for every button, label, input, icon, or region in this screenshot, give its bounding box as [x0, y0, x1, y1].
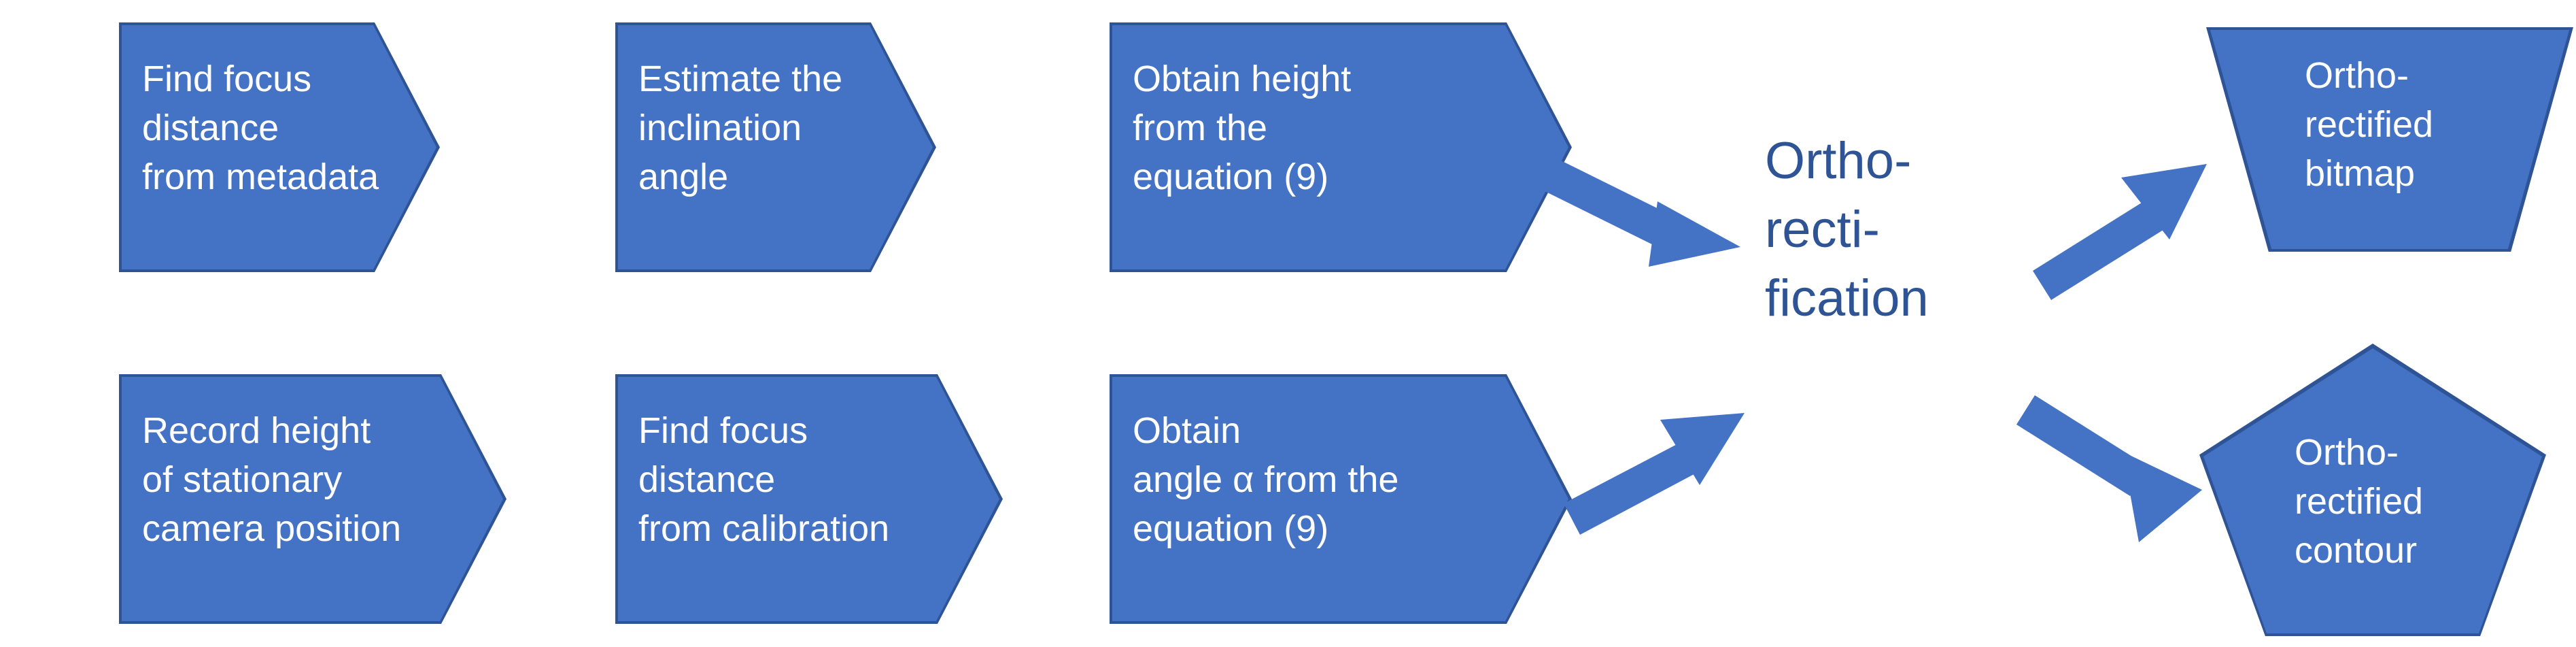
arrow-center-to-bitmap — [2033, 164, 2207, 300]
process-step-stationary-2[interactable]: Find focus distance from calibration — [615, 374, 1003, 624]
row-label-stationary: Stationary — [0, 636, 56, 647]
process-step-hand-2[interactable]: Estimate the inclination angle — [615, 22, 936, 272]
process-step-stationary-1[interactable]: Record height of stationary camera posit… — [119, 374, 506, 624]
shape-fill — [615, 22, 936, 272]
shape-fill — [2206, 27, 2573, 252]
output-shape-bitmap[interactable]: Ortho- rectified bitmap — [2206, 27, 2573, 252]
process-step-stationary-3[interactable]: Obtain angle α from the equation (9) — [1110, 374, 1572, 624]
ortho-rectification-label: Ortho- recti- fication — [1765, 132, 1929, 328]
shape-fill — [1110, 374, 1572, 624]
row-label-hand: Hand — [0, 272, 56, 544]
shape-fill — [119, 22, 440, 272]
process-step-hand-3[interactable]: Obtain height from the equation (9) — [1110, 22, 1572, 272]
process-step-hand-1[interactable]: Find focus distance from metadata — [119, 22, 440, 272]
arrow-center-to-contour — [2016, 395, 2202, 542]
shape-fill — [1110, 22, 1572, 272]
output-shape-contour[interactable]: Ortho- rectified contour — [2199, 344, 2546, 636]
arrow-stationary-to-center — [1564, 413, 1745, 535]
shape-fill — [119, 374, 506, 624]
shape-fill — [615, 374, 1003, 624]
